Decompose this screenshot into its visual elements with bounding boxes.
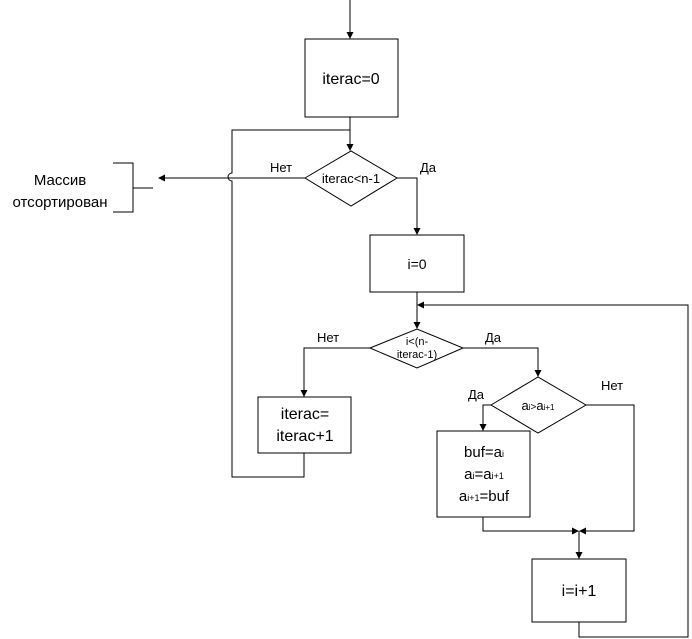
label-no: Нет <box>270 160 292 175</box>
increment-iterac-block: iterac= iterac+1 <box>257 396 352 454</box>
process-box <box>436 430 531 518</box>
label-no: Нет <box>317 330 339 345</box>
terminal-annotation: Массив отсортирован <box>12 162 153 213</box>
process-text: iterac=0 <box>322 71 379 88</box>
increment-i-block: i=i+1 <box>531 558 627 623</box>
terminal-text-line2: отсортирован <box>12 194 107 211</box>
decision-diamond <box>368 328 465 369</box>
arrowhead <box>346 144 354 151</box>
arrowhead <box>346 32 354 39</box>
swap-block: buf=ai ai=ai+1 ai+1=buf <box>436 430 531 518</box>
label-yes: Да <box>485 330 502 345</box>
arrowhead <box>534 370 542 377</box>
decision-diamond <box>304 150 398 207</box>
terminal-text-line1: Массив <box>34 172 86 189</box>
decision-text-line1: i<(n- <box>406 336 429 348</box>
connectors <box>158 0 689 638</box>
process-box <box>369 234 465 293</box>
terminal-bracket <box>113 162 153 213</box>
init-iterac-block: iterac=0 <box>304 38 399 118</box>
process-box <box>304 38 399 118</box>
line-inner-yes <box>463 347 539 371</box>
decision-text: iterac<n-1 <box>322 171 380 186</box>
process-text-line1: iterac= <box>281 406 329 423</box>
arrowhead <box>572 527 579 535</box>
swap-line1: buf=ai <box>464 444 504 461</box>
swap-line2: ai=ai+1 <box>464 466 504 483</box>
arrowhead <box>575 552 583 559</box>
arrowhead <box>158 174 165 182</box>
decision-text-line2: iterac-1) <box>397 349 437 361</box>
arrowhead <box>417 301 424 309</box>
line-inner-no <box>303 347 370 391</box>
process-text-line2: iterac+1 <box>276 428 333 445</box>
line-compare-no <box>586 404 635 532</box>
label-no: Нет <box>601 378 623 393</box>
line-outer-yes <box>397 177 418 229</box>
process-text: i=i+1 <box>562 583 597 600</box>
arrowhead <box>413 322 421 329</box>
process-text: i=0 <box>407 256 426 272</box>
init-i-block: i=0 <box>369 234 465 293</box>
arrowhead <box>413 228 421 235</box>
decision-text: ai>ai+1 <box>522 398 556 413</box>
process-box <box>257 396 352 454</box>
line-compare-yes <box>482 404 491 425</box>
label-yes: Да <box>468 387 485 402</box>
compare-condition: ai>ai+1 Да Нет <box>468 376 623 434</box>
decision-diamond <box>490 376 587 434</box>
label-yes: Да <box>420 160 437 175</box>
arrowhead <box>579 527 586 535</box>
process-box <box>531 558 627 623</box>
inner-loop-back-line <box>424 304 689 638</box>
line-swap-to-merge <box>482 517 572 532</box>
outer-loop-condition: iterac<n-1 Нет Да <box>270 150 437 207</box>
inner-loop-condition: i<(n- iterac-1) Нет Да <box>317 328 502 369</box>
arrowhead <box>300 390 308 397</box>
arrowhead <box>479 424 487 431</box>
swap-line3: ai+1=buf <box>459 488 510 505</box>
